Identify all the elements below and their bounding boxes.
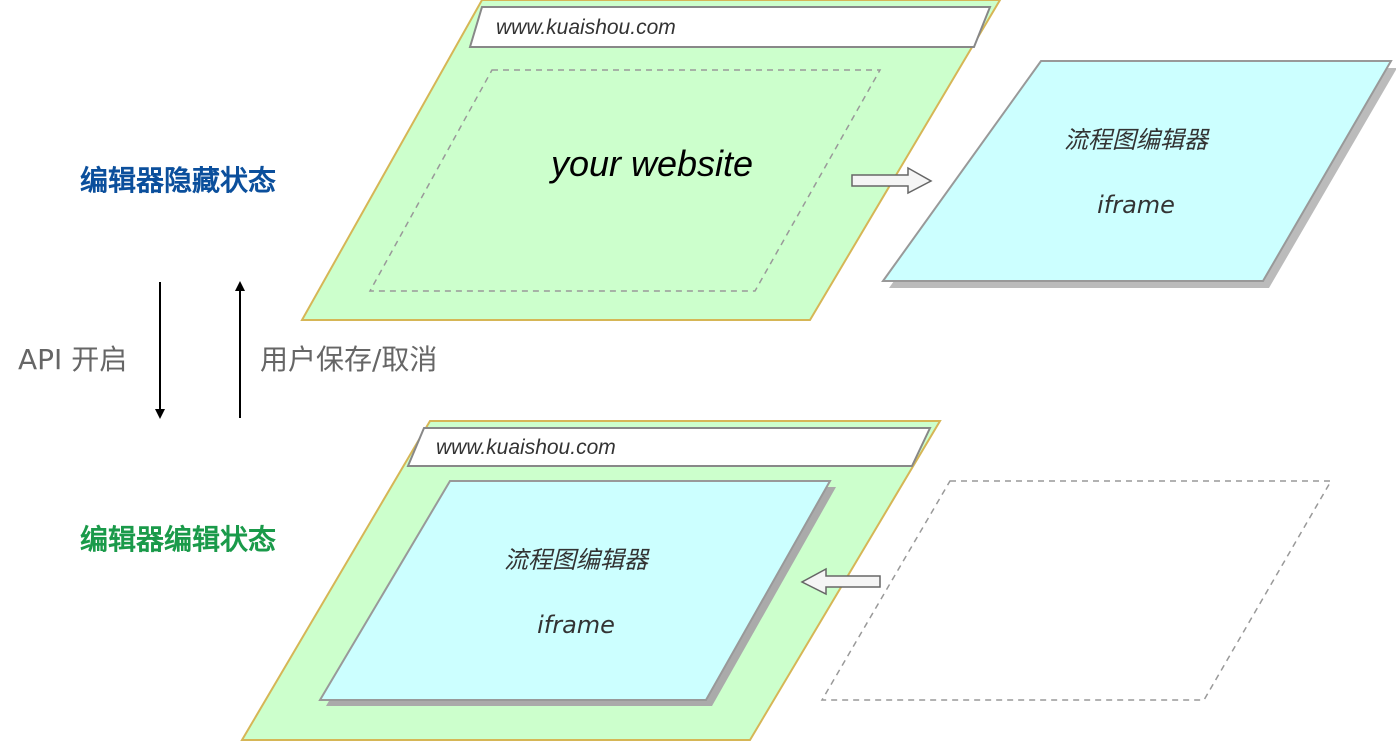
editor-subtitle-top: iframe [1097, 191, 1175, 219]
website-page-top [300, 0, 1002, 321]
website-content-area [368, 69, 882, 292]
move-out-arrow [851, 166, 933, 195]
editor-title-bottom: 流程图编辑器 [504, 546, 650, 574]
your-website-label: your website [548, 143, 753, 184]
move-in-arrow [800, 567, 881, 596]
address-bar-bottom [406, 427, 932, 467]
user-save-cancel-label: 用户保存/取消 [260, 343, 437, 376]
editor-title-top: 流程图编辑器 [1064, 126, 1210, 154]
editor-iframe-top [881, 60, 1393, 282]
editor-iframe-bottom [318, 480, 832, 701]
hidden-state-label: 编辑器隐藏状态 [80, 164, 276, 197]
address-bar-url-top: www.kuaishou.com [496, 16, 676, 39]
editor-subtitle-bottom: iframe [537, 611, 615, 639]
address-bar-top [468, 6, 992, 48]
address-bar-url-bottom: www.kuaishou.com [436, 436, 616, 459]
editor-placeholder [820, 480, 1333, 701]
api-open-label: API 开启 [18, 343, 127, 376]
editing-state-label: 编辑器编辑状态 [80, 523, 276, 556]
